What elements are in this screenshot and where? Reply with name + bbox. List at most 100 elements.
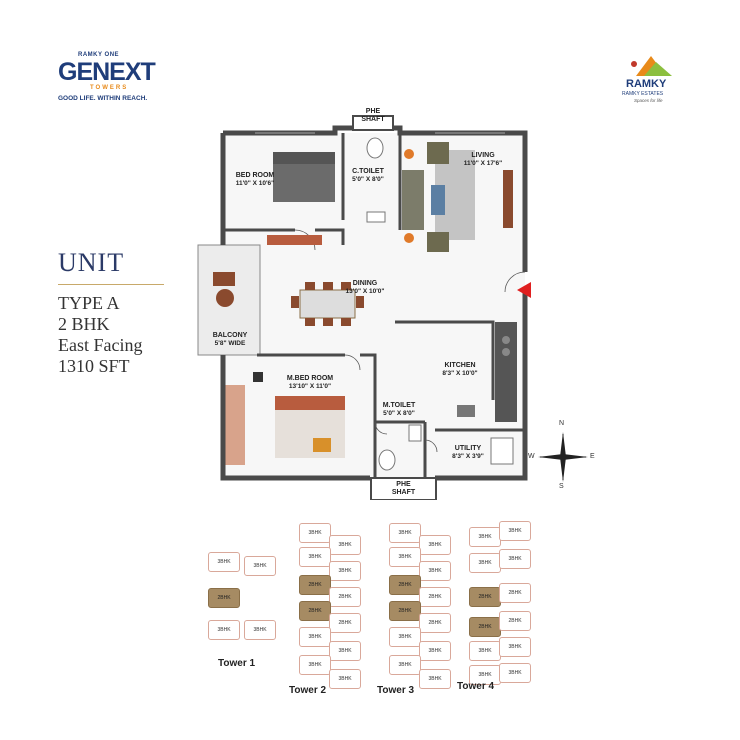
key-unit: 3BHK	[299, 627, 331, 647]
room-dining: DINING 13'0" X 10'0"	[335, 280, 395, 296]
key-unit: 3BHK	[389, 627, 421, 647]
bedroom-name: BED ROOM	[235, 172, 275, 179]
ramky-subtitle: RAMKY ESTATES	[622, 91, 664, 97]
key-unit-highlight: 2BHK	[299, 575, 331, 595]
key-unit: 3BHK	[419, 535, 451, 555]
phe-top-label: PHE	[365, 108, 381, 115]
mbedroom-name: M.BED ROOM	[286, 375, 334, 382]
compass: N S W E	[528, 420, 598, 490]
key-unit: 3BHK	[419, 641, 451, 661]
key-unit: 3BHK	[389, 547, 421, 567]
key-unit: 3BHK	[389, 655, 421, 675]
key-unit: 3BHK	[499, 663, 531, 683]
key-unit: 3BHK	[299, 547, 331, 567]
key-unit: 3BHK	[329, 669, 361, 689]
bedroom-dim: 11'0" X 10'6"	[235, 180, 275, 187]
unit-area: 1310 SFT	[58, 356, 130, 376]
key-unit-highlight: 2BHK	[389, 575, 421, 595]
key-unit: 3BHK	[329, 561, 361, 581]
logo-genext: GENEXT	[58, 58, 156, 86]
key-unit: 3BHK	[419, 669, 451, 689]
key-unit-highlight: 2BHK	[469, 587, 501, 607]
key-unit: 3BHK	[499, 521, 531, 541]
unit-type: TYPE A	[58, 293, 120, 313]
tower-2-label: Tower 2	[289, 685, 327, 696]
entry-arrow	[517, 282, 531, 298]
key-unit: 3BHK	[469, 527, 501, 547]
tower-1-label: Tower 1	[218, 658, 256, 669]
tower-4-label: Tower 4	[457, 681, 495, 692]
key-unit: 3BHK	[329, 535, 361, 555]
key-unit: 2BHK	[499, 611, 531, 631]
tower-4: 3BHK 3BHK 3BHK 3BHK 2BHK 2BHK 2BHK 2BHK …	[457, 515, 535, 695]
utility-name: UTILITY	[454, 445, 482, 452]
phe-bottom-label: PHE	[396, 481, 411, 488]
key-unit: 3BHK	[299, 655, 331, 675]
phe-top-sub: SHAFT	[361, 116, 385, 123]
living-name: LIVING	[471, 152, 495, 159]
room-living: LIVING 11'0" X 17'6"	[453, 152, 513, 168]
key-unit: 3BHK	[469, 553, 501, 573]
key-plan: 3BHK 3BHK 2BHK 3BHK 3BHK Tower 1 3BHK 3B…	[200, 515, 540, 705]
room-mtoilet: M.TOILET 5'0" X 8'0"	[375, 402, 423, 418]
phe-bottom-sub: SHAFT	[391, 489, 416, 496]
floor-plan: PHE SHAFT BED ROOM 11'0" X 10'6" C.TOILE…	[195, 100, 540, 500]
room-phe-bottom: PHE SHAFT	[371, 481, 436, 497]
balcony-dim: 5'8" WIDE	[214, 340, 246, 347]
dining-name: DINING	[352, 280, 378, 287]
key-unit: 3BHK	[499, 637, 531, 657]
key-unit-highlight: 2BHK	[389, 601, 421, 621]
mtoilet-name: M.TOILET	[382, 402, 416, 409]
key-unit: 2BHK	[419, 587, 451, 607]
unit-divider	[58, 284, 164, 285]
unit-info: UNIT TYPE A 2 BHK East Facing 1310 SFT	[58, 248, 178, 377]
key-unit-highlight: 2BHK	[299, 601, 331, 621]
floor-plan-drawing	[197, 115, 531, 500]
unit-facing: East Facing	[58, 335, 143, 355]
key-unit: 2BHK	[499, 583, 531, 603]
key-unit: 3BHK	[389, 523, 421, 543]
tower-2: 3BHK 3BHK 3BHK 3BHK 2BHK 2BHK 2BHK 2BHK …	[289, 515, 365, 696]
room-ctoilet: C.TOILET 5'0" X 8'0"	[343, 168, 393, 184]
unit-bhk: 2 BHK	[58, 314, 110, 334]
key-unit: 3BHK	[208, 620, 240, 640]
key-unit: 3BHK	[208, 552, 240, 572]
balcony-name: BALCONY	[212, 332, 248, 339]
room-utility: UTILITY 8'3" X 3'9"	[443, 445, 493, 461]
compass-rose-icon	[538, 432, 588, 482]
key-unit: 3BHK	[419, 561, 451, 581]
logo-tagline: GOOD LIFE. WITHIN REACH.	[58, 95, 148, 102]
living-dim: 11'0" X 17'6"	[463, 160, 503, 167]
key-unit: 3BHK	[244, 556, 276, 576]
compass-e: E	[590, 453, 595, 460]
logo-towers: TOWERS	[90, 85, 129, 91]
key-unit: 3BHK	[499, 549, 531, 569]
key-unit: 2BHK	[419, 613, 451, 633]
unit-title: UNIT	[58, 248, 125, 277]
key-unit-highlight: 2BHK	[469, 617, 501, 637]
key-unit: 2BHK	[329, 613, 361, 633]
mtoilet-dim: 5'0" X 8'0"	[383, 410, 415, 417]
dining-dim: 13'0" X 10'0"	[345, 288, 385, 295]
key-unit: 3BHK	[244, 620, 276, 640]
room-kitchen: KITCHEN 8'3" X 10'0"	[431, 362, 489, 378]
ctoilet-dim: 5'0" X 8'0"	[352, 176, 384, 183]
ramky-name: RAMKY	[626, 78, 667, 90]
kitchen-dim: 8'3" X 10'0"	[442, 370, 478, 377]
room-phe-top: PHE SHAFT	[353, 108, 393, 124]
room-mbedroom: M.BED ROOM 13'10" X 11'0"	[275, 375, 345, 391]
ramky-house-icon	[631, 56, 672, 76]
key-unit: 3BHK	[469, 641, 501, 661]
genext-logo: RAMKY ONE GENEXT TOWERS GOOD LIFE. WITHI…	[58, 52, 178, 107]
tower-3-label: Tower 3	[377, 685, 415, 696]
mbedroom-dim: 13'10" X 11'0"	[288, 383, 332, 390]
key-unit: 3BHK	[299, 523, 331, 543]
key-unit: 2BHK	[329, 587, 361, 607]
ramky-logo: RAMKY RAMKY ESTATES Spaces for life	[612, 48, 692, 108]
kitchen-name: KITCHEN	[444, 362, 476, 369]
tower-1: 3BHK 3BHK 2BHK 3BHK 3BHK Tower 1	[200, 540, 280, 685]
room-bedroom: BED ROOM 11'0" X 10'6"	[225, 172, 285, 188]
tower-3: 3BHK 3BHK 3BHK 3BHK 2BHK 2BHK 2BHK 2BHK …	[377, 515, 455, 696]
compass-n: N	[559, 420, 565, 427]
ctoilet-name: C.TOILET	[352, 168, 384, 175]
